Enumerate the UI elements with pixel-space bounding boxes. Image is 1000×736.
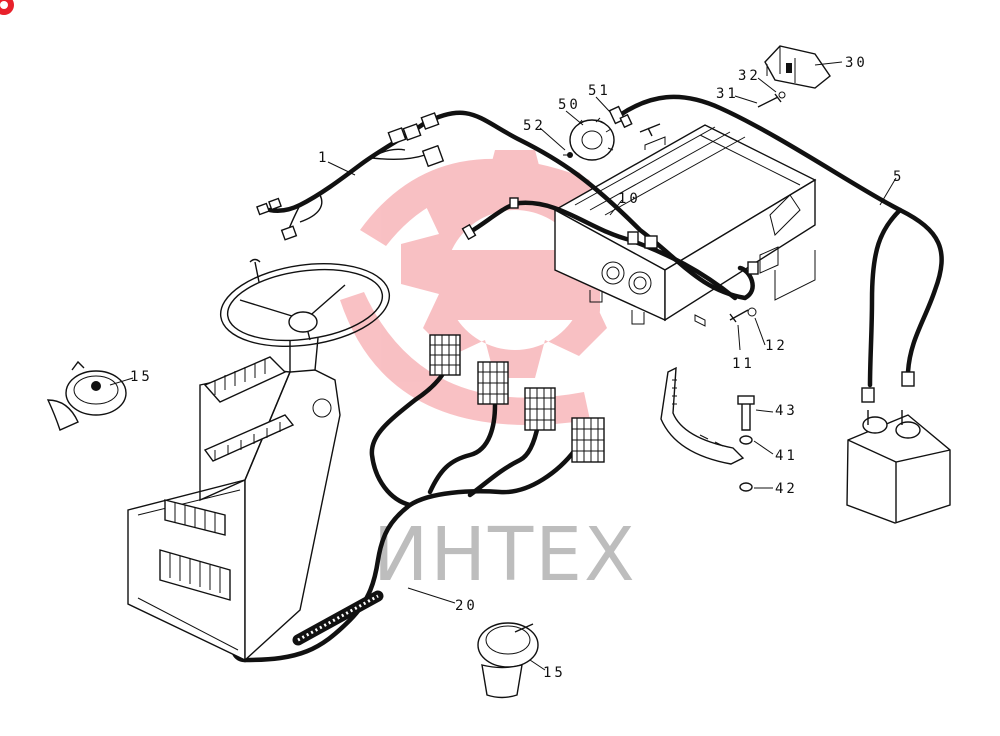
fuse-blocks: [159, 414, 295, 601]
harness-main: [422, 94, 944, 388]
part-label-12: 12: [765, 338, 788, 354]
part-label-31: 31: [716, 86, 739, 102]
part-label-32: 32: [738, 68, 761, 84]
part-label-15a: 15: [130, 369, 153, 385]
bracket-30: [757, 45, 831, 108]
steering-wheel: [219, 258, 391, 348]
plug-connectors: [429, 334, 605, 463]
leader-lines: [109, 61, 897, 671]
part-label-20: 20: [455, 598, 478, 614]
part-label-52: 52: [523, 118, 546, 134]
horn-15-bottom: [477, 622, 539, 699]
rotary-switch-50: [563, 117, 615, 161]
horn-15-left: [46, 360, 127, 431]
part-label-15b: 15: [543, 665, 566, 681]
part-label-30: 30: [845, 55, 868, 71]
part-label-42: 42: [775, 481, 798, 497]
harness-sleeve: [292, 590, 384, 646]
part-label-50: 50: [558, 97, 581, 113]
relay-block: [203, 356, 287, 403]
control-box: [553, 124, 817, 327]
corner-logo-icon: [0, 0, 14, 15]
watermark-text: ИНТЕХ: [373, 512, 637, 598]
part-label-43: 43: [775, 403, 798, 419]
part-label-5: 5: [893, 169, 904, 185]
connectors-top: [461, 105, 759, 275]
ground-strap: [660, 366, 755, 492]
part-label-41: 41: [775, 448, 798, 464]
part-label-1: 1: [318, 150, 329, 166]
part-label-10: 10: [618, 191, 641, 207]
part-label-51: 51: [588, 83, 611, 99]
part-label-11: 11: [732, 356, 755, 372]
reservoir-tank: [846, 371, 951, 524]
harness-1: [256, 112, 445, 241]
bolt-11: [729, 307, 757, 323]
